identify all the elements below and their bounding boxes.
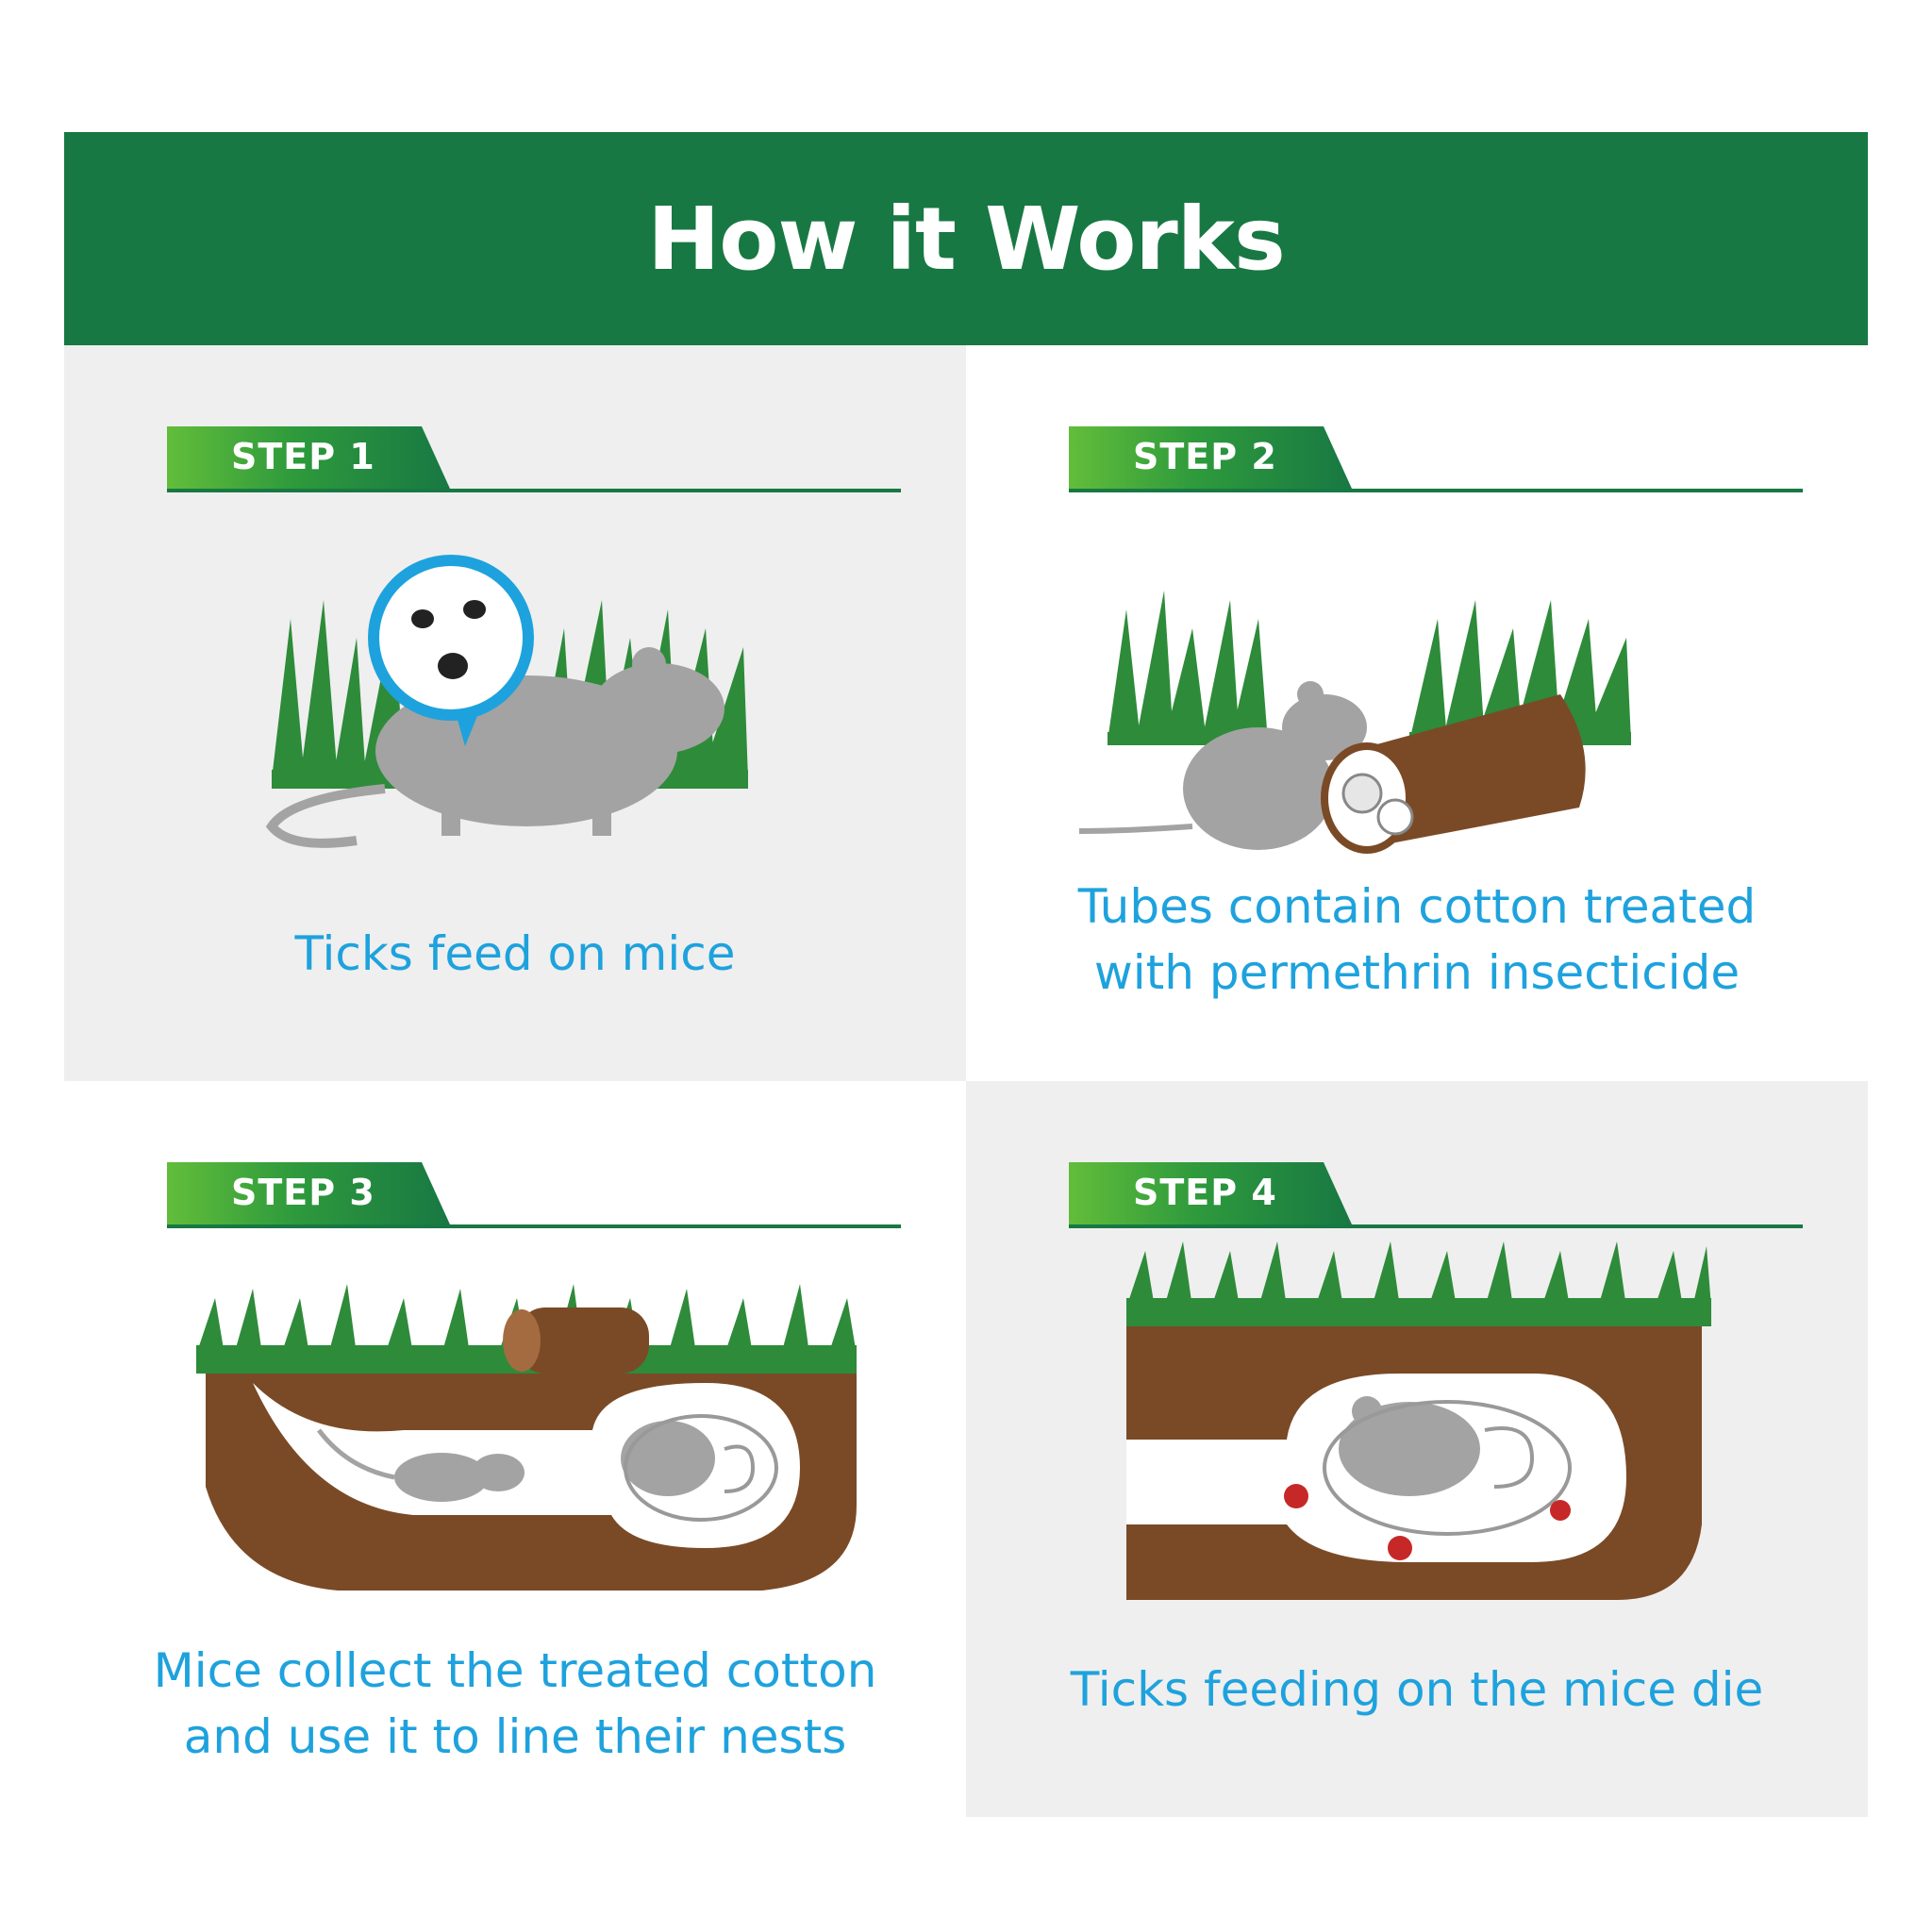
- dead-tick-icon: [1284, 1484, 1571, 1560]
- step-1-label: STEP 1: [231, 436, 375, 477]
- step-1-caption: Ticks feed on mice: [64, 921, 966, 987]
- step-2-tab: [1069, 426, 1352, 489]
- page-title: How it Works: [647, 188, 1285, 290]
- burrow-with-dying-ticks-illustration: [1126, 1241, 1711, 1600]
- step-4-header: STEP 4: [1069, 1162, 1803, 1228]
- step-4-rule: [1069, 1224, 1803, 1228]
- mouse-icon: [265, 647, 724, 848]
- header-banner: How it Works: [64, 132, 1868, 345]
- step-2-caption-line-1: Tubes contain cotton treated: [1077, 879, 1757, 934]
- cotton-nest-icon: [624, 1414, 778, 1522]
- step-3-caption: Mice collect the treated cotton and use …: [64, 1638, 966, 1770]
- step-2-caption: Tubes contain cotton treated with permet…: [966, 874, 1868, 1006]
- tick-bubble-icon: [368, 555, 534, 746]
- mouse-icon: [1339, 1396, 1480, 1496]
- step-1-caption-line-1: Ticks feed on mice: [294, 926, 736, 981]
- step-1-panel: STEP 1 Ticks feed on mice: [64, 345, 966, 1081]
- cotton-nest-icon: [1323, 1400, 1572, 1536]
- soil-icon: [206, 1374, 857, 1591]
- step-4-panel: STEP 4 Ticks feeding on the mice die: [966, 1081, 1868, 1817]
- step-2-panel: STEP 2 Tubes contain cotton treated with…: [966, 345, 1868, 1081]
- step-3-header: STEP 3: [167, 1162, 901, 1228]
- burrow-with-mouse-illustration: [196, 1284, 857, 1591]
- step-3-rule: [167, 1224, 901, 1228]
- mouse-with-tube-illustration: [1078, 591, 1631, 854]
- step-2-caption-line-2: with permethrin insecticide: [1093, 945, 1740, 1000]
- step-1-rule: [167, 489, 901, 492]
- mouse-with-ticks-illustration: [265, 555, 748, 848]
- step-2-label: STEP 2: [1133, 436, 1277, 477]
- log-tube-icon: [503, 1307, 649, 1374]
- mouse-icon: [1078, 681, 1367, 850]
- step-3-label: STEP 3: [231, 1172, 375, 1213]
- step-1-tab: [167, 426, 450, 489]
- step-1-header: STEP 1: [167, 426, 901, 492]
- step-4-label: STEP 4: [1133, 1172, 1277, 1213]
- step-2-rule: [1069, 489, 1803, 492]
- step-4-caption-line-1: Ticks feeding on the mice die: [1070, 1662, 1764, 1717]
- step-3-caption-line-1: Mice collect the treated cotton: [153, 1643, 877, 1698]
- step-4-caption: Ticks feeding on the mice die: [966, 1657, 1868, 1723]
- mouse-icon: [317, 1421, 715, 1502]
- step-3-caption-line-2: and use it to line their nests: [183, 1709, 847, 1764]
- step-2-header: STEP 2: [1069, 426, 1803, 492]
- log-tube-icon: [1321, 694, 1586, 854]
- step-3-panel: STEP 3 Mice collect the treated cotton a…: [64, 1081, 966, 1817]
- step-3-tab: [167, 1162, 450, 1224]
- step-4-tab: [1069, 1162, 1352, 1224]
- grass-icon: [1126, 1241, 1711, 1326]
